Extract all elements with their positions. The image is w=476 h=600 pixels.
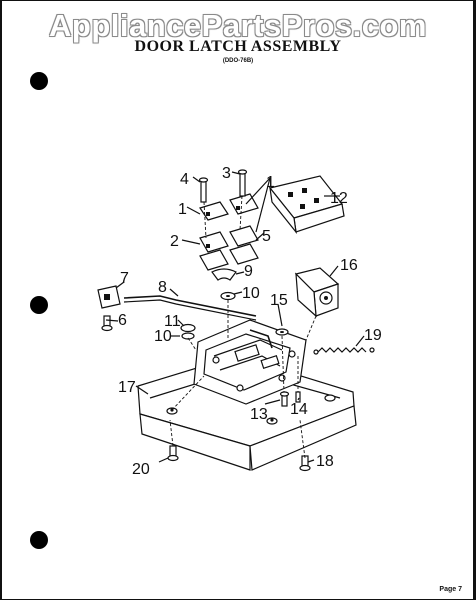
binder-hole-middle — [30, 296, 48, 314]
switch-upper-left — [199, 201, 229, 221]
screw-18 — [299, 455, 311, 472]
callout-11: 11 — [164, 313, 181, 330]
washer-lower — [180, 323, 196, 340]
callout-20: 20 — [132, 461, 150, 478]
terminal-block — [268, 175, 345, 235]
callout-10-lower: 10 — [154, 328, 172, 345]
callout-16: 16 — [340, 257, 358, 274]
switch-lower-right — [229, 225, 259, 265]
callout-7: 7 — [120, 270, 129, 287]
callout-19: 19 — [364, 327, 382, 344]
latch-plate-assembly — [193, 319, 307, 405]
solenoid — [294, 267, 340, 318]
callout-10-upper: 10 — [242, 285, 260, 302]
frame-right — [473, 0, 476, 600]
callout-18: 18 — [316, 453, 334, 470]
screw-20 — [167, 445, 179, 462]
callout-17: 17 — [118, 379, 136, 396]
latch-rod — [123, 295, 257, 321]
assembly-guide-lines — [169, 195, 317, 459]
callout-9: 9 — [244, 263, 253, 280]
wing-nut — [211, 268, 237, 281]
callout-13: 13 — [250, 406, 268, 423]
binder-hole-bottom — [30, 531, 48, 549]
switch-upper-right — [229, 193, 259, 215]
callout-12: 12 — [330, 190, 348, 207]
page-number: Page 7 — [439, 586, 462, 593]
callout-15: 15 — [270, 292, 288, 309]
nut-15 — [275, 328, 289, 336]
watermark-logo: AppliancePartsPros.com — [49, 8, 427, 43]
frame-top — [0, 0, 476, 1]
callout-5: 5 — [262, 228, 271, 245]
callout-3: 3 — [222, 165, 231, 182]
callout-2: 2 — [170, 233, 179, 250]
callout-6: 6 — [118, 312, 127, 329]
diagram-model-code: (DDO-76B) — [222, 58, 254, 64]
screw-3 — [237, 169, 248, 197]
screw-4 — [198, 177, 209, 203]
binder-hole-top — [30, 72, 48, 90]
spring — [313, 347, 375, 355]
rod-bracket — [97, 285, 121, 332]
washer-upper — [220, 291, 236, 301]
screw-13 — [279, 391, 290, 407]
callout-1-upper: 1 — [266, 174, 275, 191]
frame-left — [0, 0, 2, 600]
callout-1-left: 1 — [178, 201, 187, 218]
callout-4: 4 — [180, 171, 189, 188]
callout-14: 14 — [290, 401, 308, 418]
diagram-title: DOOR LATCH ASSEMBLY — [134, 38, 342, 55]
switch-lower-left — [199, 231, 229, 271]
callout-8: 8 — [158, 279, 167, 296]
callout-leaders — [105, 171, 365, 463]
